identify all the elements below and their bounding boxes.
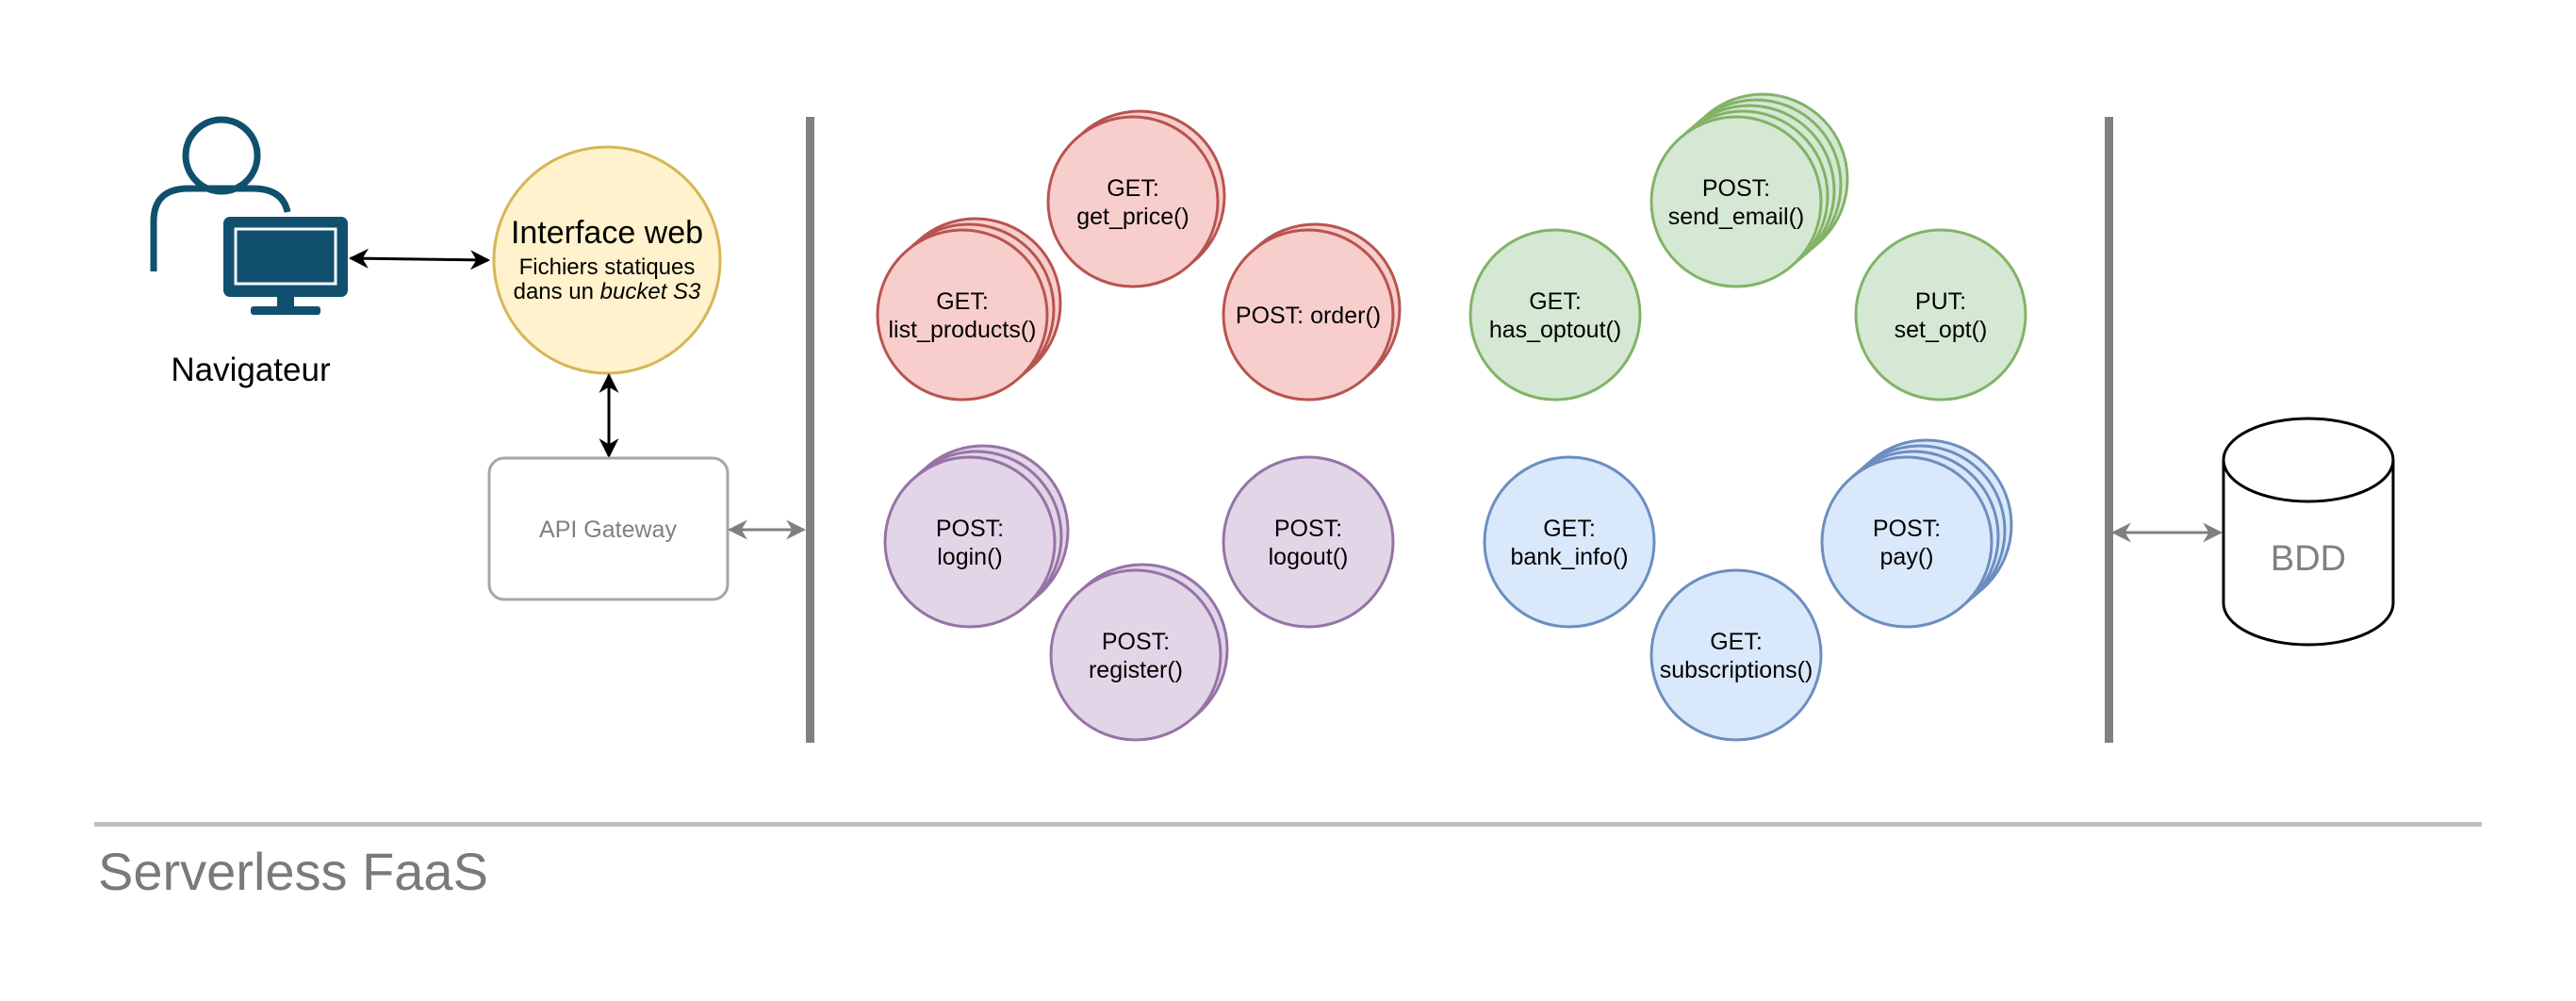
function-label: register(): [1089, 657, 1183, 683]
function-label: get_price(): [1076, 204, 1190, 230]
function-circle: [1854, 228, 2027, 402]
function-label: pay(): [1880, 544, 1934, 570]
section-title: Serverless FaaS: [98, 842, 488, 901]
browser-web-arrow: [348, 248, 491, 271]
database-label: BDD: [2271, 539, 2346, 579]
function-label: PUT:: [1915, 288, 1966, 315]
function-label: POST:: [936, 516, 1004, 542]
function-circle: [1468, 228, 1642, 402]
function-label: logout(): [1269, 544, 1349, 570]
function-node-subscriptions[interactable]: GET:subscriptions(): [1649, 568, 1823, 742]
function-node-get-price[interactable]: GET:get_price(): [1046, 109, 1226, 288]
function-label: send_email(): [1668, 204, 1805, 230]
web-interface-line2: dans un bucket S3: [514, 279, 701, 304]
function-circle: [1649, 568, 1823, 742]
function-circle: [1222, 228, 1395, 402]
function-node-bank-info[interactable]: GET:bank_info(): [1483, 455, 1656, 629]
function-label: POST: order(): [1236, 303, 1381, 329]
function-node-send-email[interactable]: POST:send_email(): [1649, 92, 1849, 288]
web-interface-line1: Fichiers statiques: [519, 254, 696, 280]
function-node-order[interactable]: POST: order(): [1222, 222, 1402, 402]
function-circle: [876, 228, 1049, 402]
function-circle: [1049, 568, 1222, 742]
function-node-logout[interactable]: POST:logout(): [1222, 455, 1395, 629]
database-icon[interactable]: [2222, 417, 2395, 647]
function-label: bank_info(): [1510, 544, 1628, 570]
function-label: login(): [937, 544, 1002, 570]
function-nodes: GET:get_price()GET:list_products()POST: …: [876, 92, 2027, 742]
function-label: GET:: [1529, 288, 1582, 315]
web-interface-title: Interface web: [511, 215, 703, 251]
function-circle: [1046, 115, 1220, 288]
function-circle: [1820, 455, 1994, 629]
function-label: POST:: [1702, 175, 1770, 202]
function-label: list_products(): [889, 317, 1037, 343]
function-label: POST:: [1274, 516, 1342, 542]
function-node-register[interactable]: POST:register(): [1049, 563, 1229, 742]
user-computer-icon: [150, 116, 348, 315]
function-circle: [1222, 455, 1395, 629]
function-label: set_opt(): [1895, 317, 1988, 343]
function-label: GET:: [936, 288, 989, 315]
function-node-login[interactable]: POST:login(): [883, 444, 1070, 629]
left-separator: [806, 117, 814, 743]
function-circle: [883, 455, 1057, 629]
function-label: GET:: [1543, 516, 1596, 542]
function-label: GET:: [1107, 175, 1159, 202]
function-circle: [1649, 115, 1823, 288]
right-separator: [2105, 117, 2113, 743]
function-circle: [1483, 455, 1656, 629]
function-node-list-products[interactable]: GET:list_products(): [876, 217, 1062, 402]
function-label: has_optout(): [1489, 317, 1621, 343]
browser-label: Navigateur: [171, 352, 331, 388]
function-node-pay[interactable]: POST:pay(): [1820, 438, 2013, 629]
function-label: GET:: [1710, 629, 1763, 655]
footer-divider: [94, 822, 2482, 827]
function-node-set-opt[interactable]: PUT:set_opt(): [1854, 228, 2027, 402]
function-label: POST:: [1102, 629, 1170, 655]
web-interface-line2-em: bucket S3: [600, 279, 701, 304]
api-gateway-label: API Gateway: [539, 517, 677, 543]
web-interface-line2-prefix: dans un: [514, 279, 600, 304]
function-node-has-optout[interactable]: GET:has_optout(): [1468, 228, 1642, 402]
function-label: subscriptions(): [1660, 657, 1813, 683]
function-label: POST:: [1873, 516, 1941, 542]
